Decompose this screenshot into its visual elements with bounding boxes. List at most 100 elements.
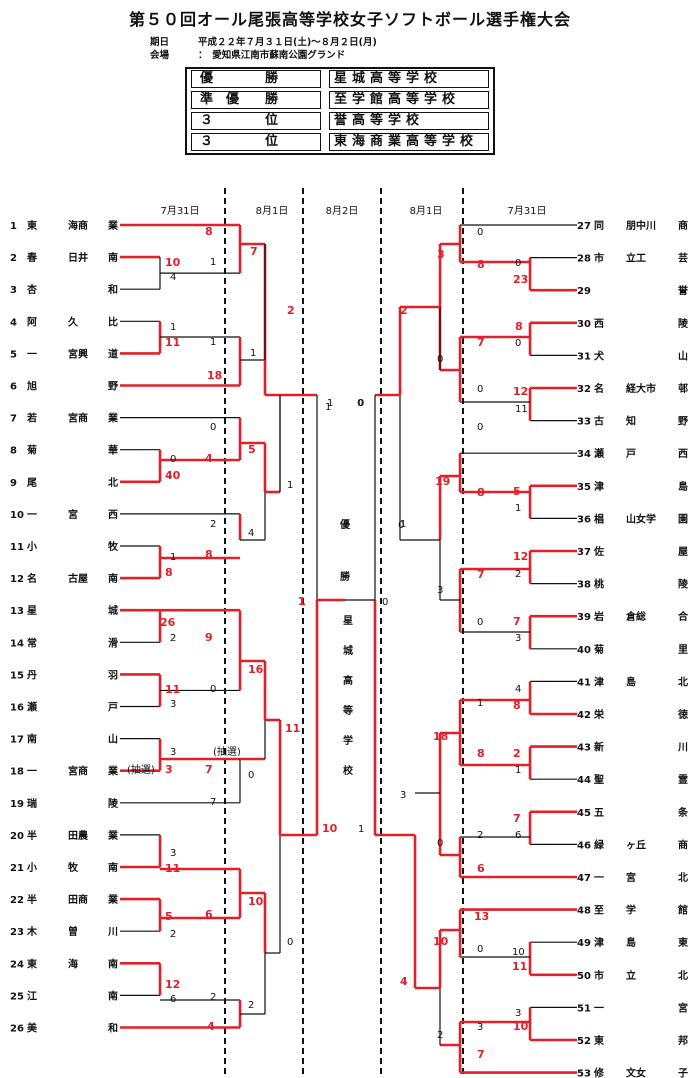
score-label: 1: [477, 698, 483, 709]
team-name: 岩: [593, 610, 604, 623]
team-name: 南: [27, 733, 37, 746]
date-value: 平成２２年７月３１日(土)～８月２日(月): [198, 37, 377, 48]
team-name: 業: [107, 219, 119, 232]
results-table: 優 勝 星城高等学校 準 優 勝 至学館高等学校 ３ 位 誉高等学校 ３ 位 東…: [185, 67, 495, 155]
team-name: 小: [26, 540, 37, 553]
team-name: 島: [626, 936, 636, 949]
champion-school: 学: [343, 734, 353, 747]
score-label: 3: [515, 633, 521, 644]
team-number: 2: [10, 253, 17, 264]
score-label: 1: [250, 348, 256, 359]
team-name: 野: [108, 381, 118, 393]
score-label: 2: [437, 1030, 443, 1041]
team-number: 37: [577, 547, 591, 558]
champion-school: 星: [343, 615, 353, 627]
team-name: 一: [27, 349, 37, 360]
score-label: 7: [205, 763, 213, 776]
team-name: 宮興: [68, 347, 88, 360]
score-label: 1: [210, 337, 216, 348]
score-label: 0: [437, 354, 443, 365]
team-number: 50: [577, 971, 591, 982]
score-label: 0: [170, 454, 176, 465]
team-name: 野: [678, 416, 688, 428]
score-label: 16: [248, 663, 264, 676]
score-label: 7: [250, 245, 258, 258]
team-name: 名: [27, 572, 37, 585]
score-label: 10: [248, 895, 264, 908]
team-name: 南: [108, 989, 118, 1002]
score-label: 0: [477, 944, 483, 955]
date-header: 7月31日: [507, 205, 546, 217]
team-number: 30: [577, 319, 591, 330]
score-label: 2: [477, 830, 483, 841]
score-label: 40: [165, 469, 181, 482]
score-label: 0: [287, 937, 293, 948]
score-label: 7: [210, 797, 216, 808]
score-label: 26: [160, 616, 176, 629]
team-name: 倉総: [625, 610, 646, 623]
team-number: 47: [577, 873, 591, 884]
team-name: 江: [27, 989, 37, 1002]
team-number: 22: [10, 895, 24, 906]
team-number: 26: [10, 1024, 24, 1035]
team-name: 商: [678, 838, 688, 851]
team-name: 東: [27, 219, 37, 232]
date-label: 期日: [150, 37, 170, 48]
team-name: 邨: [678, 382, 688, 395]
team-name: 一: [27, 510, 37, 521]
score-label: 3: [170, 848, 176, 859]
score-label: 10: [433, 935, 449, 948]
team-name: 条: [677, 806, 689, 819]
champion-label: 勝: [340, 570, 351, 583]
team-name: 子: [678, 1068, 688, 1078]
score-label: 6: [515, 830, 521, 841]
team-name: 川: [107, 926, 118, 938]
team-number: 12: [10, 574, 24, 585]
score-label: 7: [477, 1048, 485, 1061]
team-name: 山: [108, 733, 118, 746]
team-number: 13: [10, 606, 24, 617]
team-name: 古屋: [68, 572, 88, 585]
team-number: 29: [577, 286, 591, 297]
team-name: 城: [108, 604, 118, 617]
team-name: 道: [108, 347, 118, 360]
score-label: 11: [285, 722, 300, 735]
team-name: 山女学: [626, 512, 656, 525]
team-name: 古: [594, 415, 604, 428]
results-row: ３ 位 東海商業高等学校: [187, 132, 493, 152]
team-name: 栄: [593, 708, 605, 721]
team-number: 41: [577, 677, 591, 688]
score-label: 8: [165, 566, 173, 579]
team-number: 14: [10, 638, 24, 649]
results-rank: ３ 位: [191, 112, 321, 130]
team-number: 21: [10, 863, 24, 874]
team-name: 瀬: [27, 701, 37, 714]
team-name: 緑: [594, 838, 605, 851]
score-label: 2: [513, 747, 521, 760]
team-name: 田商: [68, 893, 88, 906]
team-name: 瀬: [594, 447, 604, 460]
team-number: 16: [10, 703, 24, 714]
team-number: 51: [577, 1003, 591, 1014]
team-name: 桃: [594, 578, 604, 591]
team-name: 海商: [68, 219, 88, 232]
results-rank: 優 勝: [191, 70, 321, 88]
score-label: 10: [165, 256, 181, 269]
team-name: 業: [107, 765, 119, 778]
team-name: 津: [594, 675, 604, 688]
score-label: 4: [248, 528, 254, 539]
score-label: 0: [515, 338, 521, 349]
team-name: 陵: [678, 317, 689, 330]
score-label: 5: [248, 443, 256, 456]
team-name: 徳: [677, 708, 688, 721]
score-label: 7: [513, 812, 521, 825]
score-label: 12: [513, 550, 528, 563]
team-name: 津: [594, 480, 604, 493]
team-name: 合: [677, 610, 689, 623]
team-number: 20: [10, 831, 24, 842]
team-number: 27: [577, 221, 591, 232]
team-name: 尾: [27, 477, 37, 489]
score-label: 11: [165, 683, 180, 696]
team-number: 8: [10, 446, 17, 457]
